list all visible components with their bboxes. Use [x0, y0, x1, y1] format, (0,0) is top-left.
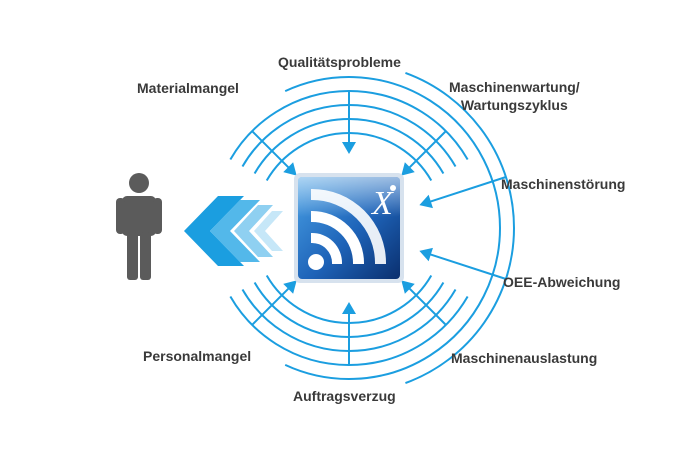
label-machine-utilization: Maschinenauslastung [451, 350, 598, 366]
arrow-shaft-6 [407, 286, 447, 326]
inbound-arrows [251, 91, 507, 365]
arrow-shaft-4 [428, 176, 507, 203]
label-order-delay: Auftragsverzug [293, 388, 396, 404]
label-staff-shortage: Personalmangel [143, 348, 252, 364]
arrow-head-6 [401, 280, 415, 294]
label-machine-maintenance-line1: Maschinenwartung/ [449, 79, 580, 95]
arc-6 [405, 72, 515, 384]
label-machine-maintenance-line2: Wartungszyklus [460, 97, 568, 113]
person-icon [116, 173, 162, 280]
arc-5 [284, 76, 502, 380]
arrow-head-4 [419, 194, 433, 209]
app-icon-letter: X [370, 185, 394, 222]
arrow-head-3 [401, 162, 415, 176]
arrow-head-1 [283, 162, 297, 176]
label-quality-problems: Qualitätsprobleme [278, 54, 401, 70]
arrow-shaft-5 [428, 253, 507, 280]
label-material-shortage: Materialmangel [137, 80, 239, 96]
rss-feed-x-icon: X [294, 173, 404, 283]
chevron-left-icon [184, 196, 283, 266]
arrow-head-2 [342, 142, 356, 154]
arrow-head-8 [283, 280, 297, 294]
arrow-head-7 [342, 302, 356, 314]
arrow-head-5 [419, 247, 433, 262]
arrow-shaft-8 [251, 286, 291, 326]
label-oee-deviation: OEE-Abweichung [503, 274, 621, 290]
label-machine-maintenance: Maschinenwartung/ Wartungszyklus [449, 78, 580, 114]
arrow-shaft-1 [251, 130, 291, 170]
arrow-shaft-3 [407, 130, 447, 170]
label-machine-failure: Maschinenstörung [501, 176, 626, 192]
